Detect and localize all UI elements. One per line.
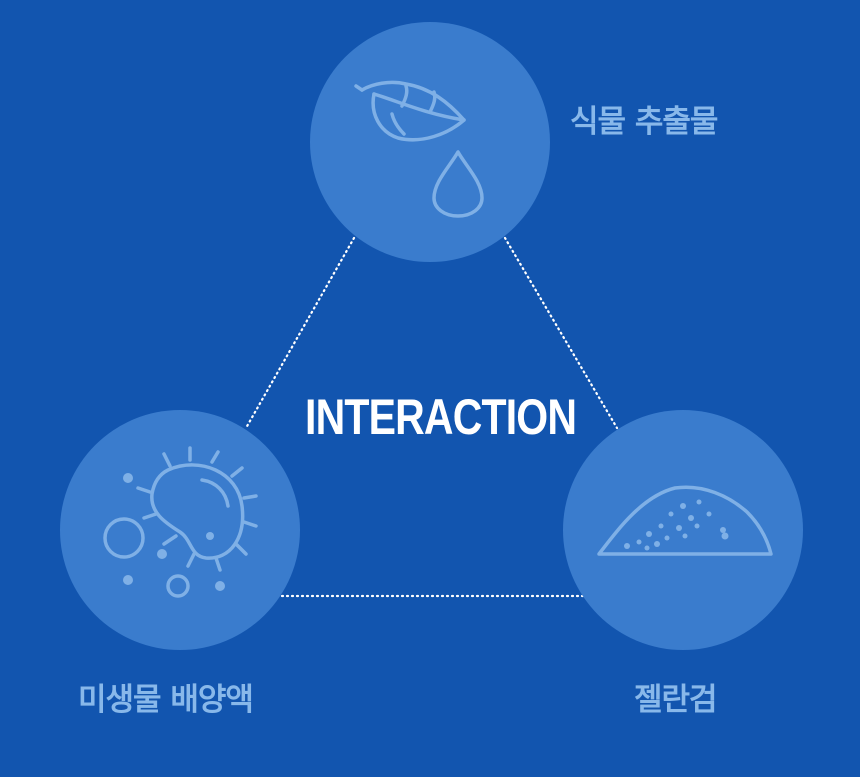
microbe-icon bbox=[103, 446, 258, 598]
node-gellan-gum bbox=[563, 410, 803, 650]
connector-top-left bbox=[244, 236, 356, 430]
center-title: INTERACTION bbox=[305, 389, 577, 445]
connector-top-right bbox=[503, 236, 619, 430]
powder-pile-icon bbox=[597, 485, 773, 556]
node-label-microbial-culture: 미생물 배양액 bbox=[78, 682, 254, 718]
node-microbial-culture bbox=[60, 410, 300, 650]
leaf-drop-icon bbox=[354, 80, 484, 218]
node-plant-extract bbox=[310, 22, 550, 262]
node-label-plant-extract: 식물 추출물 bbox=[570, 104, 718, 140]
node-label-gellan-gum: 젤란검 bbox=[634, 682, 718, 718]
